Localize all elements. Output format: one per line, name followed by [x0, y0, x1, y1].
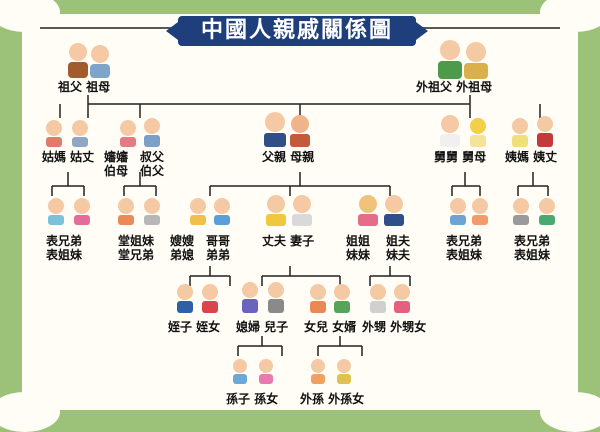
- label-son-couple: 媳婦 兒子: [236, 320, 289, 334]
- label-sister-children: 外甥 外甥女: [362, 320, 427, 334]
- label-brothers: 哥哥 弟弟: [206, 234, 230, 262]
- label-cousins-maternal-2: 表姐妹: [446, 248, 483, 262]
- label-cousins-paternal: 表兄弟 表姐妹: [46, 234, 82, 262]
- label-grandparents-paternal: 祖父 祖母: [58, 80, 111, 94]
- label-cousins-tang-1: 堂姐妹: [118, 234, 155, 248]
- label-nephew-niece: 姪子 姪女: [168, 320, 221, 334]
- label-parents: 父親 母親: [262, 150, 315, 164]
- label-aunt-wife-2: 伯母: [104, 164, 129, 178]
- label-cousins-maternal-a: 表兄弟 表姐妹: [446, 234, 482, 262]
- label-sister-in-law: 嫂嫂 弟媳: [170, 234, 194, 262]
- label-aunt-uncle-maternal: 姨媽 姨丈: [505, 150, 558, 164]
- label-aunt-wife: 嬸嬸 伯母: [104, 150, 128, 178]
- label-aunt-wife-1: 嬸嬸: [104, 150, 129, 164]
- label-sister-in-law-2: 弟媳: [170, 248, 195, 262]
- label-couple: 丈夫 妻子: [262, 234, 315, 248]
- label-brothers-in-law: 姐夫 妹夫: [386, 234, 410, 262]
- label-grandchildren: 孫子 孫女: [226, 392, 279, 406]
- label-brother-in-law-1: 姐夫: [386, 234, 411, 248]
- figures: [46, 40, 555, 384]
- label-cousins-maternal-b: 表兄弟 表姐妹: [514, 234, 550, 262]
- label-cousins-maternal-1: 表兄弟: [446, 234, 483, 248]
- label-daughter-couple: 女兒 女婿: [304, 320, 357, 334]
- label-brother-1: 哥哥: [206, 234, 231, 248]
- label-grandparents-maternal: 外祖父 外祖母: [416, 80, 493, 94]
- label-cousins-maternal-3: 表兄弟: [514, 234, 551, 248]
- label-uncle-paternal-1: 叔父: [140, 150, 165, 164]
- label-aunt-uncle-paternal: 姑媽 姑丈: [42, 150, 95, 164]
- label-cousins-tang: 堂姐妹 堂兄弟: [118, 234, 154, 262]
- label-uncle-paternal: 叔父 伯父: [140, 150, 164, 178]
- label-brother-2: 弟弟: [206, 248, 231, 262]
- label-sister-2: 妹妹: [346, 248, 371, 262]
- label-cousins-paternal-2: 表姐妹: [46, 248, 83, 262]
- label-uncle-paternal-2: 伯父: [140, 164, 165, 178]
- label-brother-in-law-2: 妹夫: [386, 248, 411, 262]
- label-cousins-paternal-1: 表兄弟: [46, 234, 83, 248]
- label-grandchildren-daughter: 外孫 外孫女: [300, 392, 365, 406]
- connector-lines: [40, 27, 560, 384]
- label-uncle-aunt-maternal: 舅舅 舅母: [434, 150, 487, 164]
- label-cousins-tang-2: 堂兄弟: [118, 248, 155, 262]
- page-title: 中國人親戚關係圖: [166, 16, 428, 46]
- label-sister-in-law-1: 嫂嫂: [170, 234, 195, 248]
- label-sister-1: 姐姐: [346, 234, 371, 248]
- label-cousins-maternal-4: 表姐妹: [514, 248, 551, 262]
- label-sisters: 姐姐 妹妹: [346, 234, 370, 262]
